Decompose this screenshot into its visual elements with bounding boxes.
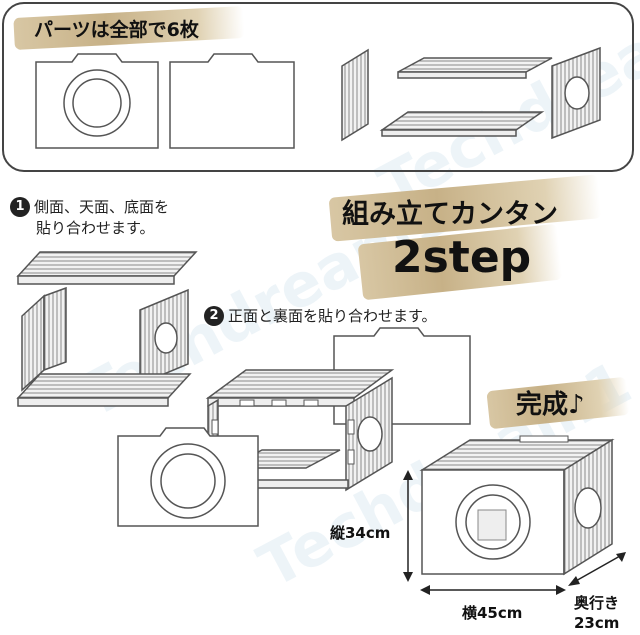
side-panel-right-part — [551, 46, 601, 140]
bottom-panel-part — [379, 111, 545, 137]
height-dimension: 縦34cm — [330, 524, 391, 542]
side-panel-left-part — [341, 48, 369, 142]
parts-panel — [2, 2, 634, 172]
parts-title: パーツは全部で6枚 — [34, 19, 199, 41]
depth-dimension-value: 23cm — [574, 614, 620, 632]
step1-instruction-line2: 貼り合わせます。 — [36, 219, 155, 237]
step2-number: 2 — [204, 306, 224, 326]
width-dimension: 横45cm — [462, 604, 523, 622]
step1-number: 1 — [10, 197, 30, 217]
top-panel-part — [397, 57, 553, 79]
back-panel-part — [169, 53, 295, 149]
step2-text: 正面と裏面を貼り合わせます。 — [228, 307, 437, 325]
front-panel-part — [35, 53, 159, 149]
headline-line1: 組み立てカンタン — [342, 199, 558, 230]
parts-illustration — [35, 46, 601, 149]
headline-line2: 2step — [392, 232, 532, 283]
done-label: 完成♪ — [516, 390, 585, 420]
step1-line1: 側面、天面、底面を — [34, 198, 170, 216]
depth-dimension-label: 奥行き — [574, 594, 620, 612]
